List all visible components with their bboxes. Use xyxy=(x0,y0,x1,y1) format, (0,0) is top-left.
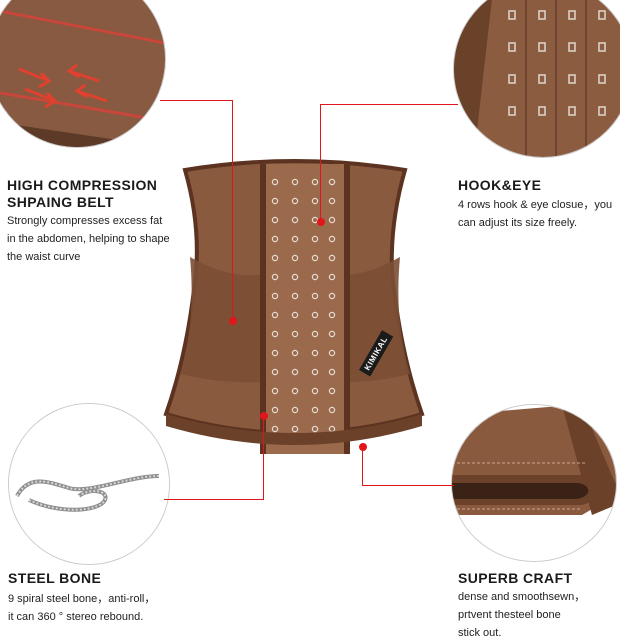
hook-eye-ring xyxy=(271,349,279,357)
hook-eye-ring xyxy=(271,178,279,186)
steel-bone-image xyxy=(9,404,169,564)
craft-callout-line-bottom xyxy=(362,485,454,487)
hook-eye-ring xyxy=(328,311,336,319)
steel-bone-callout-line-bottom xyxy=(164,499,264,501)
hook-eye-ring xyxy=(328,387,336,395)
hook-eye-ring xyxy=(291,311,299,319)
compression-description: Strongly compresses excess fat in the ab… xyxy=(7,212,170,266)
hook-eye-ring xyxy=(291,368,299,376)
craft-desc-line: prtvent thesteel bone xyxy=(458,609,561,621)
compression-fabric-image xyxy=(0,0,165,147)
hook-eye-ring xyxy=(271,387,279,395)
steel-bone-desc-line: 9 spiral steel bone，anti-roll， xyxy=(8,593,156,605)
hook-eye-ring xyxy=(328,216,336,224)
hook-eye-ring xyxy=(311,235,319,243)
craft-detail-circle xyxy=(451,404,617,562)
compression-callout-line xyxy=(232,100,234,320)
waist-trainer-image xyxy=(163,159,425,454)
hook-eye-ring xyxy=(291,216,299,224)
hook-eye-callout-line xyxy=(320,104,322,222)
hook-eye-ring xyxy=(271,197,279,205)
compression-title: HIGH COMPRESSION SHPAING BELT xyxy=(7,177,157,211)
hook-eye-ring xyxy=(291,330,299,338)
hook-eye-ring xyxy=(311,368,319,376)
hook-eye-ring xyxy=(291,273,299,281)
steel-bone-desc-line: it can 360 ° stereo rebound. xyxy=(8,611,144,623)
hook-eye-closeup-image xyxy=(454,0,620,157)
compression-title-line2: SHPAING BELT xyxy=(7,194,114,210)
hook-eye-description: 4 rows hook & eye closue，you can adjust … xyxy=(458,196,612,232)
hook-eye-ring xyxy=(311,330,319,338)
compression-desc-line: the waist curve xyxy=(7,251,81,263)
hook-eye-ring xyxy=(271,254,279,262)
craft-desc-line: stick out. xyxy=(458,627,502,639)
hook-eye-ring xyxy=(328,254,336,262)
hook-eye-ring xyxy=(328,178,336,186)
hook-eye-detail-circle xyxy=(453,0,620,158)
steel-bone-marker xyxy=(260,412,268,420)
hook-eye-ring xyxy=(311,425,319,433)
hook-eye-ring xyxy=(271,406,279,414)
hook-eye-ring xyxy=(291,254,299,262)
craft-callout-line xyxy=(362,447,364,485)
hook-eye-ring xyxy=(271,292,279,300)
craft-desc-line: dense and smoothsewn， xyxy=(458,591,586,603)
hook-eye-ring xyxy=(311,406,319,414)
hook-eye-ring xyxy=(311,197,319,205)
hook-eye-ring xyxy=(328,235,336,243)
hook-eye-ring xyxy=(311,349,319,357)
hook-eye-ring xyxy=(271,235,279,243)
hook-eye-ring xyxy=(311,254,319,262)
hook-eye-ring xyxy=(291,349,299,357)
hook-eye-ring xyxy=(271,425,279,433)
hook-eye-ring xyxy=(328,406,336,414)
steel-bone-detail-circle xyxy=(8,403,170,565)
hook-eye-title: HOOK&EYE xyxy=(458,177,542,193)
hook-eye-ring xyxy=(271,368,279,376)
hook-eye-ring xyxy=(328,292,336,300)
hook-eye-ring xyxy=(291,292,299,300)
hook-eye-ring xyxy=(328,273,336,281)
hook-eye-ring xyxy=(328,330,336,338)
hook-eye-callout-line-top xyxy=(320,104,458,106)
hook-eye-ring xyxy=(271,330,279,338)
hook-eye-ring xyxy=(291,197,299,205)
compression-marker xyxy=(229,317,237,325)
hook-eye-ring xyxy=(311,292,319,300)
craft-marker xyxy=(359,443,367,451)
compression-desc-line: Strongly compresses excess fat xyxy=(7,215,163,227)
compression-title-line1: HIGH COMPRESSION xyxy=(7,177,158,193)
hook-eye-ring xyxy=(271,311,279,319)
compression-callout-line-top xyxy=(160,100,232,102)
hook-eye-ring xyxy=(328,349,336,357)
hook-eye-ring xyxy=(271,216,279,224)
hook-eye-ring xyxy=(311,273,319,281)
compression-detail-circle xyxy=(0,0,166,148)
craft-description: dense and smoothsewn， prtvent thesteel b… xyxy=(458,588,585,642)
hook-eye-ring xyxy=(311,311,319,319)
hook-eye-ring xyxy=(271,273,279,281)
hook-eye-ring xyxy=(291,178,299,186)
steel-bone-callout-line xyxy=(263,416,265,500)
hook-eye-desc-line: 4 rows hook & eye closue，you xyxy=(458,199,613,211)
edge-stitching-image xyxy=(452,405,616,561)
hook-eye-ring xyxy=(291,235,299,243)
hook-eye-desc-line: can adjust its size freely. xyxy=(458,217,578,229)
steel-bone-description: 9 spiral steel bone，anti-roll， it can 36… xyxy=(8,590,155,626)
hook-eye-ring xyxy=(328,197,336,205)
hook-eye-ring xyxy=(291,387,299,395)
compression-desc-line: in the abdomen, helping to shape xyxy=(7,233,170,245)
craft-title: SUPERB CRAFT xyxy=(458,570,573,586)
steel-bone-title: STEEL BONE xyxy=(8,570,102,586)
hook-eye-ring xyxy=(291,406,299,414)
hook-eye-ring xyxy=(311,178,319,186)
hook-eye-ring xyxy=(311,387,319,395)
hook-eye-marker xyxy=(317,218,325,226)
hook-eye-ring xyxy=(328,368,336,376)
hook-eye-ring xyxy=(291,425,299,433)
